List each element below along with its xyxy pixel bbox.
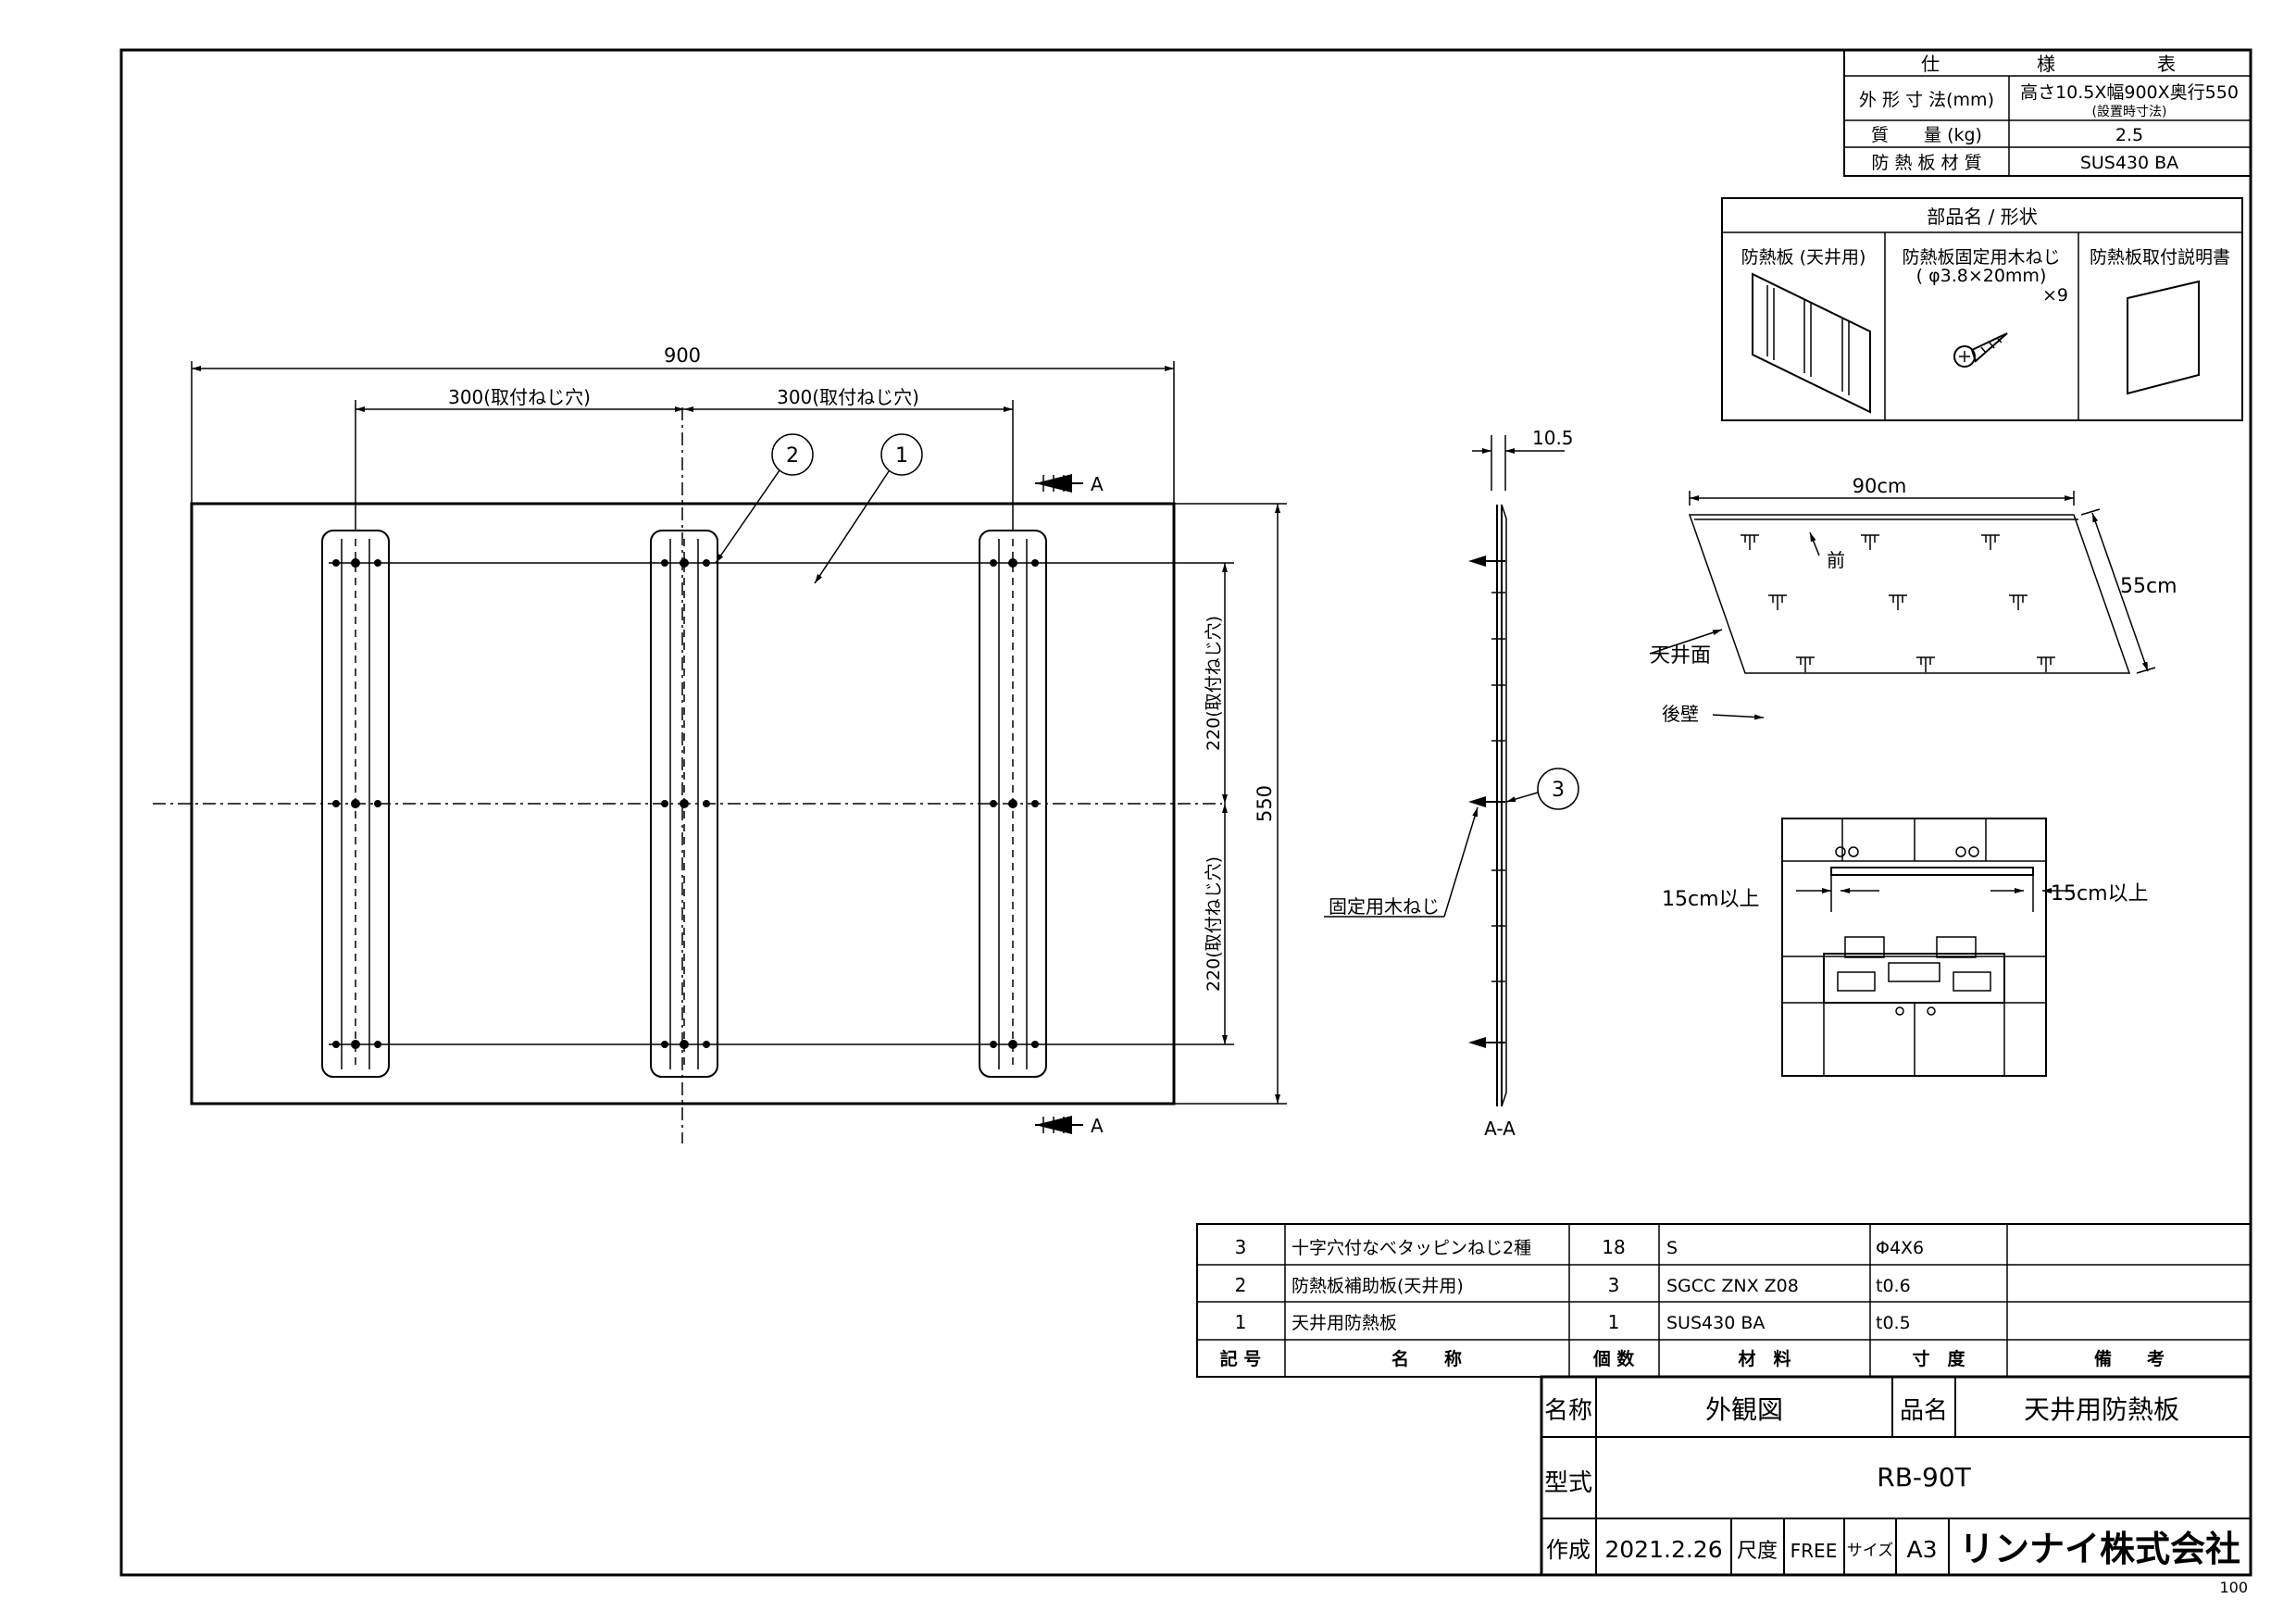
spec-header-3: 表 [2157, 53, 2176, 75]
title-name-value: 外観図 [1705, 1394, 1783, 1425]
bom-row3-size: Φ4X6 [1876, 1238, 1924, 1258]
wood-screw-thumbnail [1953, 332, 2008, 368]
bom-row1-size: t0.5 [1876, 1313, 1911, 1333]
bom-header-no: 記 号 [1220, 1348, 1262, 1369]
svg-text:1: 1 [895, 444, 908, 468]
bom-row3-qty: 18 [1602, 1236, 1625, 1258]
iso-screws [1741, 534, 2055, 672]
section-mark-bottom: A [1035, 1115, 1104, 1137]
main-view: 900 300(取付ねじ穴) 300(取付ねじ穴) 550 220(取付ねじ穴)… [153, 344, 1287, 1143]
right-clearance-label: 15cm以上 [2051, 882, 2149, 906]
bom-header-material: 材 料 [1738, 1348, 1791, 1369]
spec-table: 仕 様 表 外 形 寸 法(mm) 高さ10.5X幅900X奥行550 (設置時… [1843, 49, 2252, 177]
company-name: リンナイ株式会社 [1959, 1529, 2240, 1569]
sheet-number: 100 [2219, 1579, 2248, 1596]
title-product-label: 品名 [1900, 1397, 1948, 1425]
bom-row2-material: SGCC ZNX Z08 [1666, 1276, 1799, 1296]
balloon-1: 1 [814, 433, 923, 584]
iso-front-label: 前 [1827, 549, 1845, 571]
bom-row1-name: 天井用防熱板 [1292, 1313, 1397, 1333]
spec-dim-value: 高さ10.5X幅900X奥行550 [2020, 82, 2239, 103]
part-2-qty: ×9 [2042, 285, 2068, 306]
bom-row2-name: 防熱板補助板(天井用) [1292, 1276, 1464, 1296]
dim-width-900: 900 [664, 344, 701, 367]
bom-row2-no: 2 [1235, 1274, 1247, 1296]
title-name-label: 名称 [1544, 1397, 1592, 1425]
title-scale-label: 尺度 [1737, 1540, 1778, 1563]
dim-thickness: 10.5 [1532, 427, 1574, 449]
svg-text:A: A [1091, 473, 1104, 495]
dim-pitch-right: 300(取付ねじ穴) [777, 386, 919, 408]
part-2-size: ( φ3.8×20mm) [1916, 266, 2047, 286]
spec-mass-label: 質 量 (kg) [1871, 125, 1982, 145]
part-1-name: 防熱板 (天井用) [1741, 247, 1866, 268]
bom-row1-no: 1 [1235, 1311, 1247, 1333]
spec-dim-note: (設置時寸法) [2092, 105, 2167, 119]
spec-header-2: 様 [2037, 53, 2055, 75]
title-scale-value: FREE [1791, 1540, 1838, 1562]
bom-row1-qty: 1 [1608, 1311, 1620, 1333]
dim-height-550: 550 [1254, 785, 1276, 822]
dim-pitch-lower: 220(取付ねじ穴) [1204, 856, 1224, 992]
bom-table: 3 十字穴付なべタッピンねじ2種 18 S Φ4X6 2 防熱板補助板(天井用)… [1196, 1223, 2252, 1378]
bom-row2-size: t0.6 [1876, 1276, 1911, 1296]
dim-pitch-upper: 220(取付ねじ穴) [1204, 616, 1224, 751]
title-model-label: 型式 [1544, 1469, 1592, 1497]
spec-material-value: SUS430 BA [2080, 153, 2178, 173]
title-model-value: RB-90T [1877, 1462, 1971, 1493]
heat-plate-outline [190, 502, 1176, 1106]
spec-dim-label: 外 形 寸 法(mm) [1859, 90, 1994, 110]
sheet-border [119, 48, 2252, 1577]
spec-mass-value: 2.5 [2115, 125, 2143, 145]
iso-depth-label: 55cm [2120, 575, 2177, 598]
spec-header-1: 仕 [1921, 53, 1940, 75]
balloon-3 [1537, 768, 1579, 810]
spec-material-label: 防 熱 板 材 質 [1871, 153, 1981, 173]
bom-header-name: 名 称 [1391, 1348, 1462, 1369]
title-product-value: 天井用防熱板 [2024, 1394, 2179, 1425]
svg-text:A: A [1091, 1115, 1104, 1137]
install-view: 15cm以上 15cm以上 [1662, 818, 2149, 1077]
svg-text:3: 3 [1552, 779, 1565, 802]
iso-view: 90cm 55cm 前 天井面 後壁 [1649, 475, 2177, 725]
section-mark-top: A [1035, 473, 1104, 495]
title-block: 名称 外観図 品名 天井用防熱板 型式 RB-90T 作成 2021.2.26 … [1540, 1375, 2252, 1577]
balloon-2: 2 [715, 433, 814, 564]
dim-pitch-left: 300(取付ねじ穴) [448, 386, 591, 408]
title-size-value: A3 [1906, 1536, 1937, 1563]
bom-row1-material: SUS430 BA [1666, 1313, 1765, 1333]
parts-title: 部品名 / 形状 [1927, 206, 2037, 228]
parts-table: 部品名 / 形状 防熱板 (天井用) 防熱板固定用木ねじ ( φ3.8×20mm… [1721, 197, 2243, 421]
iso-width-label: 90cm [1853, 475, 1907, 497]
screw-holes [332, 558, 1039, 1049]
bom-header-qty: 個 数 [1592, 1348, 1636, 1369]
iso-rear-wall-label: 後壁 [1662, 703, 1699, 725]
title-created-value: 2021.2.26 [1604, 1536, 1722, 1563]
bom-row3-name: 十字穴付なべタッピンねじ2種 [1292, 1238, 1531, 1258]
bom-header-size: 寸 度 [1912, 1348, 1965, 1369]
left-clearance-label: 15cm以上 [1662, 888, 1760, 911]
screw-label: 固定用木ねじ [1329, 895, 1440, 918]
heat-plate-thumbnail [1752, 272, 1871, 414]
title-created-label: 作成 [1546, 1537, 1591, 1563]
part-2-name: 防熱板固定用木ねじ [1902, 247, 2060, 268]
bom-row3-no: 3 [1235, 1236, 1247, 1258]
bom-header-note: 備 考 [2094, 1348, 2165, 1369]
section-view: 10.5 3 固定用木ねじ A-A [1324, 427, 1579, 1140]
part-3-name: 防熱板取付説明書 [2090, 247, 2230, 268]
bom-row2-qty: 3 [1608, 1274, 1620, 1296]
svg-text:2: 2 [786, 444, 799, 468]
iso-ceiling-label: 天井面 [1650, 644, 1711, 668]
section-caption: A-A [1484, 1118, 1516, 1140]
title-size-label: サイズ [1847, 1542, 1894, 1560]
bom-row3-material: S [1666, 1238, 1678, 1258]
manual-thumbnail [2127, 280, 2200, 395]
